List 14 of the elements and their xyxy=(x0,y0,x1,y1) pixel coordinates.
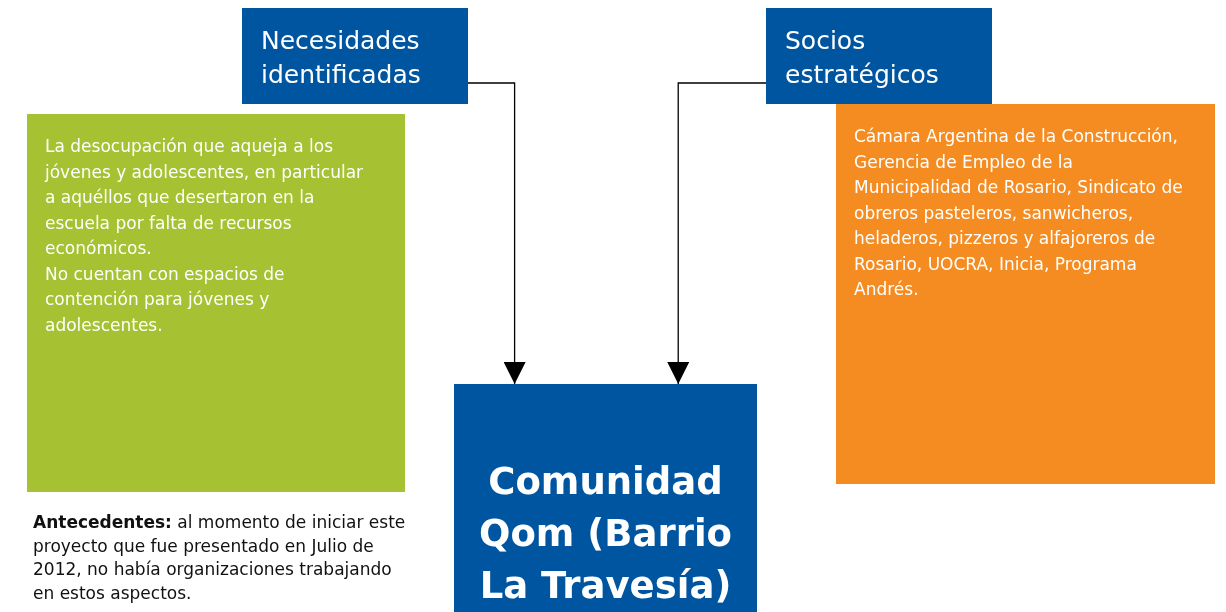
note-text: Antecedentes: al momento de iniciar este proyecto que fue presentado en Julio de 2012, no había organizaciones trabajando en estos aspectos. xyxy=(33,511,407,605)
text-panel xyxy=(836,104,1215,484)
process-box xyxy=(766,8,992,104)
panel-text: Cámara Argentina de la Construcción, Gerencia de Empleo de la Municipalidad de Rosario, Sindicato de obreros pasteleros, sanwicheros, heladeros, pizzeros y alfajoreros de Rosario, UOCRA, Inicia, Programa Andrés. xyxy=(854,125,1184,301)
panel-text: No cuentan con espacios de contención para jóvenes y adolescentes. xyxy=(45,262,286,337)
process-box xyxy=(242,8,468,104)
box-heading: Socios estratégicos xyxy=(785,25,940,91)
target-box xyxy=(454,384,757,612)
box-heading: Necesidades identificadas xyxy=(261,25,422,91)
arrow xyxy=(467,82,526,385)
text-panel xyxy=(27,114,405,492)
arrow xyxy=(667,82,767,385)
panel-text: La desocupación que aqueja a los jóvenes y adolescentes, en particular a aquéllos que desertaron en la escuela por falta de recursos económicos. xyxy=(45,135,365,260)
box-title: Comunidad Qom (Barrio La Travesía) xyxy=(478,459,733,609)
